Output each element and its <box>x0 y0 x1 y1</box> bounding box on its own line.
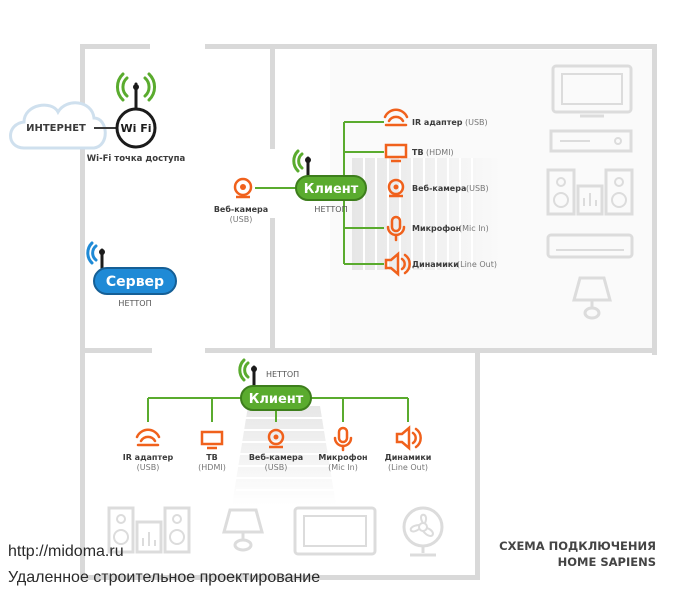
dvd-player-icon <box>549 129 633 153</box>
item-port: (Mic In) <box>328 463 358 472</box>
ir-adapter-icon <box>383 108 409 127</box>
item-name: Микрофон <box>318 453 367 462</box>
tv-icon <box>200 430 224 450</box>
ir-adapter-icon <box>135 428 161 447</box>
client-bottom-label: Клиент <box>249 392 304 407</box>
microphone-icon <box>333 426 353 452</box>
client-bottom-antenna-icon <box>238 358 256 389</box>
watermark-text: Удаленное строительное проектирование <box>8 569 321 586</box>
item-port: (USB) <box>465 118 488 127</box>
speaker-icon <box>395 425 422 451</box>
audio-system-icon <box>546 168 634 216</box>
item-port: (USB) <box>265 463 288 472</box>
client-bottom-item-mic: Микрофон (Mic In) <box>318 426 368 472</box>
furniture-bottom-room <box>107 506 444 557</box>
client-top-node: Клиент НЕТТОП Веб-камера (USB) IR адапте… <box>214 108 497 277</box>
wifi-access-point: Wi Fi Wi-Fi точка доступа <box>87 72 186 164</box>
client-top-item-tv: ТВ (HDMI) <box>344 143 454 163</box>
item-port: (USB) <box>466 184 489 193</box>
client-top-antenna-icon <box>292 149 310 180</box>
air-conditioner-icon <box>546 233 634 259</box>
client-top-label: Клиент <box>304 182 359 197</box>
server-label: Сервер <box>106 274 164 290</box>
audio-system-bottom-icon <box>107 506 191 554</box>
signal-fade-bottom-lines <box>236 417 334 491</box>
scheme-title: СХЕМА ПОДКЛЮЧЕНИЯ HOME SAPIENS <box>499 539 656 569</box>
client-bottom-item-ir: IR адаптер (USB) <box>123 428 174 472</box>
item-name: ТВ <box>206 453 218 462</box>
item-name: Веб-камера <box>249 452 303 462</box>
client-top-webcam-left: Веб-камера (USB) <box>214 177 268 224</box>
microphone-icon <box>386 215 406 242</box>
item-port: (USB) <box>137 463 160 472</box>
webcam-icon <box>267 428 285 449</box>
fan-icon <box>402 506 444 557</box>
item-port: (Line Out) <box>457 260 497 269</box>
item-name: IR адаптер <box>123 453 174 462</box>
floor-lamp-icon <box>572 276 612 320</box>
client-bottom-item-webcam: Веб-камера (USB) <box>249 428 303 472</box>
signal-fade-right <box>352 158 502 270</box>
webcam-left-port: (USB) <box>230 215 253 224</box>
item-name: ТВ <box>412 148 424 157</box>
signal-fade-right-lines <box>363 158 473 270</box>
floor-plan-walls <box>80 44 657 580</box>
client-top-sub-label: НЕТТОП <box>314 205 347 214</box>
internet-cloud: ИНТЕРНЕТ <box>9 101 107 150</box>
client-top-item-webcam: Веб-камера (USB) <box>387 178 489 198</box>
wifi-logo-text: Wi Fi <box>120 122 151 135</box>
client-top-pill <box>295 175 367 201</box>
furniture-right-room <box>546 64 634 320</box>
item-name: Микрофон <box>412 224 461 233</box>
client-bottom-item-tv: ТВ (HDMI) <box>198 430 226 472</box>
speaker-icon <box>384 251 411 277</box>
server-pill <box>93 267 177 295</box>
wifi-logo-icon <box>115 107 157 149</box>
client-bottom-pill <box>240 385 312 411</box>
item-port: (Mic In) <box>459 224 489 233</box>
client-bottom-node: НЕТТОП Клиент IR адаптер (USB) <box>123 358 432 472</box>
scheme-title-line1: СХЕМА ПОДКЛЮЧЕНИЯ <box>499 539 656 553</box>
item-port: (HDMI) <box>198 463 226 472</box>
item-port: (HDMI) <box>426 148 454 157</box>
server-antenna-icon <box>86 241 104 272</box>
webcam-left-name: Веб-камера <box>214 204 268 214</box>
table-lamp-bottom-icon <box>222 508 264 552</box>
tv-icon <box>384 143 408 163</box>
client-top-item-mic: Микрофон (Mic In) <box>344 215 489 242</box>
item-port: (Line Out) <box>388 463 428 472</box>
item-name: IR адаптер <box>412 118 463 127</box>
tv-monitor-icon <box>551 64 633 118</box>
item-name: Веб-камера <box>412 183 466 193</box>
internet-label: ИНТЕРНЕТ <box>26 123 86 134</box>
client-bottom-sub-label: НЕТТОП <box>266 370 299 379</box>
server-node: Сервер НЕТТОП <box>86 241 177 308</box>
client-top-item-speakers: Динамики (Line Out) <box>344 251 497 277</box>
wifi-caption: Wi-Fi точка доступа <box>87 154 186 164</box>
item-name: Динамики <box>412 260 459 269</box>
client-top-item-ir: IR адаптер (USB) <box>344 108 488 127</box>
webcam-icon <box>233 177 253 199</box>
server-sub-label: НЕТТОП <box>118 299 151 308</box>
scheme-title-line2: HOME SAPIENS <box>558 555 656 569</box>
client-bottom-item-speakers: Динамики (Line Out) <box>385 425 432 472</box>
webcam-icon <box>387 178 405 198</box>
watermark-url: http://midoma.ru <box>8 543 124 560</box>
antenna-icon <box>116 72 156 112</box>
tv-monitor-bottom-icon <box>293 506 377 556</box>
item-name: Динамики <box>385 453 432 462</box>
